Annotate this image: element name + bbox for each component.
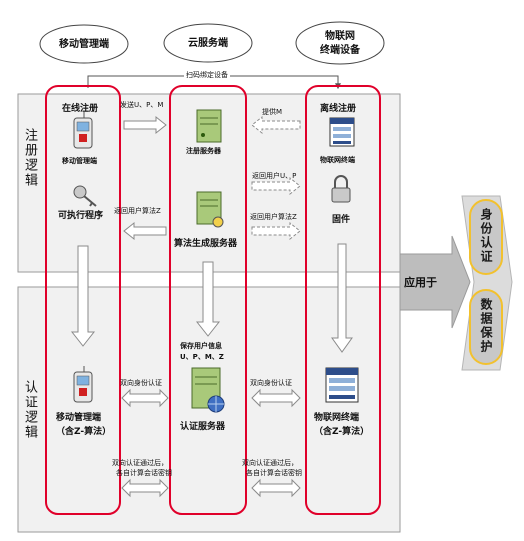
executable-label: 可执行程序 [58, 211, 104, 221]
auth-server-icon [191, 367, 225, 413]
cloud-header-ellipse [163, 23, 253, 63]
arrow-return-z-left [123, 221, 167, 241]
return-z-right-label: 返回用户算法Z [250, 213, 297, 221]
online-register-label: 在线注册 [62, 104, 99, 114]
header-cloud: 云服务端 [188, 38, 228, 49]
auth-server-label: 认证服务器 [180, 422, 226, 432]
mobile-terminal-label: 移动管理端 [62, 157, 97, 165]
iot-header-ellipse [295, 21, 385, 65]
key-icon [73, 185, 97, 207]
auth-section-label: 认证逻辑 [22, 380, 37, 440]
provide-m-label: 提供M [262, 108, 283, 116]
mutual-left-label: 双向身份认证 [120, 379, 162, 387]
iot-column [305, 85, 381, 515]
arrow-after-left [121, 478, 169, 498]
arrow-mutual-right [251, 388, 301, 408]
after-left-line2: 各自计算会话密钥 [116, 469, 172, 477]
arrow-algo-to-auth [195, 261, 221, 337]
offline-register-label: 离线注册 [320, 104, 357, 114]
after-right-line1: 双向认证通过后， [242, 459, 298, 467]
mutual-right-label: 双向身份认证 [250, 379, 292, 387]
iot-terminal-auth-icon [325, 367, 359, 403]
cloud-column [169, 85, 247, 515]
mobile-column [45, 85, 121, 515]
return-z-left-label: 返回用户算法Z [114, 207, 161, 215]
register-section-label: 注册逻辑 [22, 128, 37, 188]
lock-icon [331, 175, 351, 203]
apply-to-arrow [399, 235, 471, 329]
arrow-iot-down [331, 243, 353, 353]
arrow-after-right [251, 478, 301, 498]
iot-end-line1: 物联网终端 [314, 413, 360, 423]
apply-to-label: 应用于 [404, 276, 437, 289]
iot-terminal-label: 物联网终端 [320, 156, 355, 164]
arrow-provide-m [251, 115, 301, 135]
header-mobile: 移动管理端 [59, 39, 109, 50]
algorithm-server-label: 算法生成服务器 [174, 239, 238, 249]
header-iot-line2: 终端设备 [320, 45, 360, 56]
after-right-line2: 各自计算会话密钥 [246, 469, 302, 477]
send-upm-label: 发送U、P、M [120, 101, 164, 109]
mobile-phone-auth-icon [73, 366, 93, 403]
arrow-mobile-down [70, 245, 96, 347]
header-iot-line1: 物联网 [325, 31, 355, 42]
arrow-mutual-left [121, 388, 169, 408]
return-up-label: 返回用户U、P [252, 172, 297, 180]
outcome-pill-data [469, 289, 503, 365]
mobile-end-line2: （含Z-算法） [56, 427, 112, 437]
outcome-pill-identity [469, 199, 503, 275]
save-info-line2: U、P、M、Z [180, 353, 224, 361]
outcome-data-text: 数据保护 [479, 298, 493, 354]
mobile-phone-icon [73, 112, 93, 149]
register-server-icon [196, 109, 222, 143]
arrow-return-z-right [251, 221, 301, 241]
after-left-line1: 双向认证通过后， [112, 459, 168, 467]
mobile-end-line1: 移动管理端 [56, 413, 102, 423]
register-server-label: 注册服务器 [186, 147, 221, 155]
iot-terminal-icon [329, 117, 355, 147]
arrow-return-up [251, 176, 301, 196]
scan-bind-label: 扫码绑定设备 [184, 70, 230, 80]
mobile-header-ellipse [39, 24, 129, 64]
algorithm-server-icon [196, 191, 224, 228]
save-info-line1: 保存用户信息 [180, 342, 222, 350]
outcome-identity-text: 身份认证 [479, 208, 493, 264]
firmware-label: 固件 [332, 215, 351, 225]
iot-end-line2: （含Z-算法） [314, 427, 370, 437]
arrow-send-upm [123, 115, 167, 135]
